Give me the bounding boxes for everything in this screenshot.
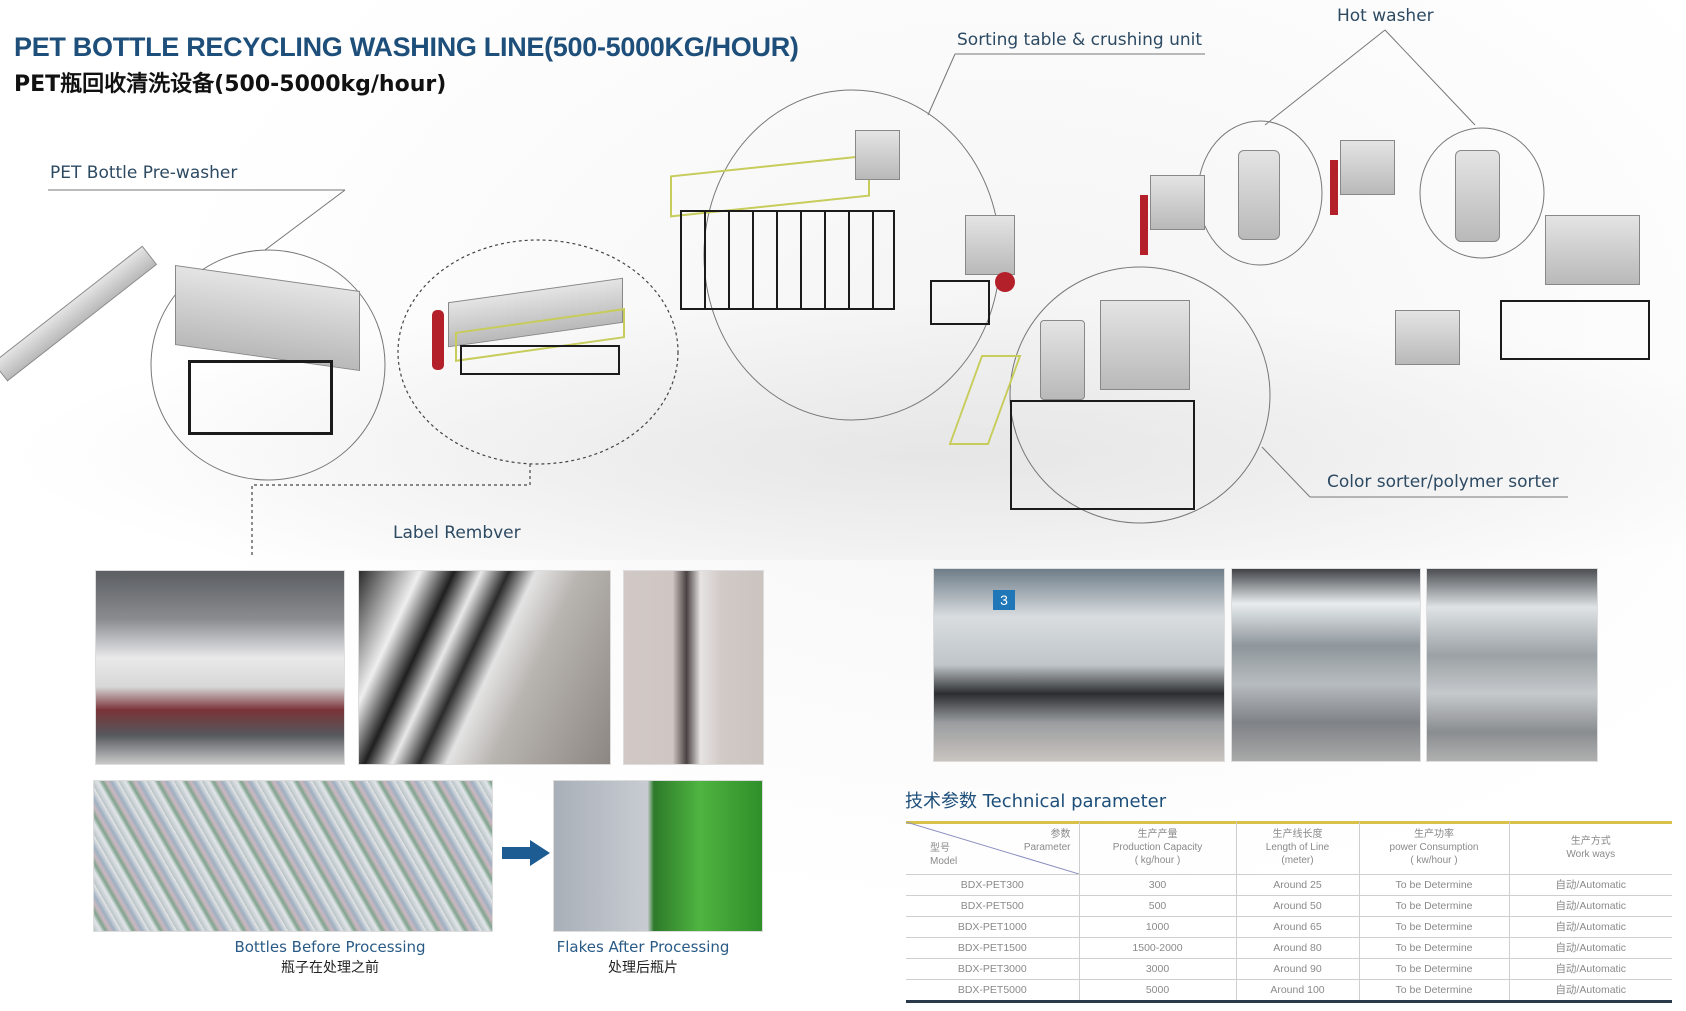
caption-before: Bottles Before Processing 瓶子在处理之前 (200, 938, 460, 977)
cell-work: 自动/Automatic (1508, 895, 1672, 917)
hot-washer-tank-2 (1455, 150, 1500, 242)
cell-length: Around 80 (1235, 937, 1359, 959)
color-sorter-circle (1009, 266, 1271, 524)
hot-washer-unit-1 (1150, 175, 1205, 230)
header-corner: 参数 Parameter 型号 Model (906, 822, 1079, 875)
header-length: 生产线长度 Length of Line (meter) (1235, 822, 1359, 875)
table-row: BDX-PET3000 3000 Around 90 To be Determi… (906, 958, 1672, 980)
cell-length: Around 50 (1235, 895, 1359, 917)
caption-before-cn: 瓶子在处理之前 (281, 960, 379, 976)
table-row: BDX-PET300 300 Around 25 To be Determine… (906, 874, 1672, 896)
callout-label-remover: Label Rembver (393, 523, 521, 543)
caption-before-en: Bottles Before Processing (234, 938, 426, 956)
cell-model: BDX-PET3000 (906, 958, 1079, 980)
cell-power: To be Determine (1358, 916, 1509, 938)
cell-model: BDX-PET300 (906, 874, 1079, 896)
cell-work: 自动/Automatic (1508, 874, 1672, 896)
photo-factory-color-sorter-1 (1231, 568, 1421, 762)
photo-label-remover-drum (358, 570, 611, 765)
cell-power: To be Determine (1358, 979, 1509, 1001)
hot-washer-circle-2 (1419, 127, 1545, 259)
corner-param-cn: 参数 (1050, 829, 1071, 840)
callout-hot-washer: Hot washer (1337, 6, 1434, 26)
cell-model: BDX-PET5000 (906, 979, 1079, 1001)
cell-capacity: 1000 (1078, 916, 1236, 938)
cell-capacity: 3000 (1078, 958, 1236, 980)
technical-parameter-table: 参数 Parameter 型号 Model 生产产量 Production Ca… (906, 822, 1672, 1001)
photo-factory-color-sorter-2 (1426, 568, 1598, 762)
photo-flakes-after (553, 780, 763, 932)
table-row: BDX-PET500 500 Around 50 To be Determine… (906, 895, 1672, 917)
table-row: BDX-PET5000 5000 Around 100 To be Determ… (906, 979, 1672, 1001)
cell-length: Around 100 (1235, 979, 1359, 1001)
corner-diagonal (906, 822, 1079, 874)
photo-bottles-before (93, 780, 493, 932)
photo-label-remover-shaft (623, 570, 764, 765)
cell-work: 自动/Automatic (1508, 937, 1672, 959)
caption-after: Flakes After Processing 处理后瓶片 (538, 938, 748, 977)
caption-after-en: Flakes After Processing (556, 938, 730, 956)
caption-after-cn: 处理后瓶片 (608, 960, 678, 976)
sorting-platform-frame (680, 210, 895, 310)
page-subtitle-cn: PET瓶回收清洗设备(500-5000kg/hour) (14, 72, 447, 97)
table-row: BDX-PET1000 1000 Around 65 To be Determi… (906, 916, 1672, 938)
cell-work: 自动/Automatic (1508, 916, 1672, 938)
color-sorter-frame (1010, 400, 1195, 510)
cell-model: BDX-PET1500 (906, 937, 1079, 959)
crusher-body (965, 215, 1015, 275)
corner-model-en: Model (930, 855, 958, 867)
header-capacity: 生产产量 Production Capacity ( kg/hour ) (1078, 822, 1236, 875)
dewatering-unit (1395, 310, 1460, 365)
cell-work: 自动/Automatic (1508, 979, 1672, 1001)
cell-length: Around 90 (1235, 958, 1359, 980)
label-remover-circle (397, 239, 679, 465)
cell-model: BDX-PET1000 (906, 916, 1079, 938)
table-bottom-rule (906, 1000, 1672, 1003)
cell-power: To be Determine (1358, 958, 1509, 980)
callout-color-sorter: Color sorter/polymer sorter (1327, 472, 1559, 492)
cell-capacity: 300 (1078, 874, 1236, 896)
callout-sorting-crushing: Sorting table & crushing unit (957, 30, 1203, 50)
cell-capacity: 5000 (1078, 979, 1236, 1001)
prewasher-circle (150, 249, 386, 481)
hot-washer-tank-1 (1238, 150, 1280, 240)
table-title: 技术参数 Technical parameter (905, 791, 1167, 812)
header-work-ways: 生产方式 Work ways (1508, 822, 1672, 875)
cell-capacity: 500 (1078, 895, 1236, 917)
cell-length: Around 25 (1235, 874, 1359, 896)
cell-work: 自动/Automatic (1508, 958, 1672, 980)
factory-area-badge: 3 (993, 590, 1015, 610)
prewasher-frame (188, 360, 333, 435)
table-row: BDX-PET1500 1500-2000 Around 80 To be De… (906, 937, 1672, 959)
final-washer (1545, 215, 1640, 285)
cell-power: To be Determine (1358, 874, 1509, 896)
right-arrow-icon (502, 840, 550, 866)
photo-factory-sorting (933, 568, 1225, 762)
table-header-row: 参数 Parameter 型号 Model 生产产量 Production Ca… (906, 822, 1672, 875)
corner-model-cn: 型号 (930, 842, 950, 854)
hot-washer-unit-2 (1340, 140, 1395, 195)
cell-model: BDX-PET500 (906, 895, 1079, 917)
cell-length: Around 65 (1235, 916, 1359, 938)
color-sorter-silo (1040, 320, 1085, 400)
page-title: PET BOTTLE RECYCLING WASHING LINE(500-50… (14, 32, 799, 62)
cell-power: To be Determine (1358, 937, 1509, 959)
color-sorter-body (1100, 300, 1190, 390)
cell-power: To be Determine (1358, 895, 1509, 917)
cell-capacity: 1500-2000 (1078, 937, 1236, 959)
callout-prewasher: PET Bottle Pre-washer (50, 163, 238, 183)
photo-label-remover-machine (95, 570, 345, 765)
corner-param-en: Parameter (1023, 842, 1071, 853)
header-power: 生产功率 power Consumption ( kw/hour ) (1358, 822, 1509, 875)
